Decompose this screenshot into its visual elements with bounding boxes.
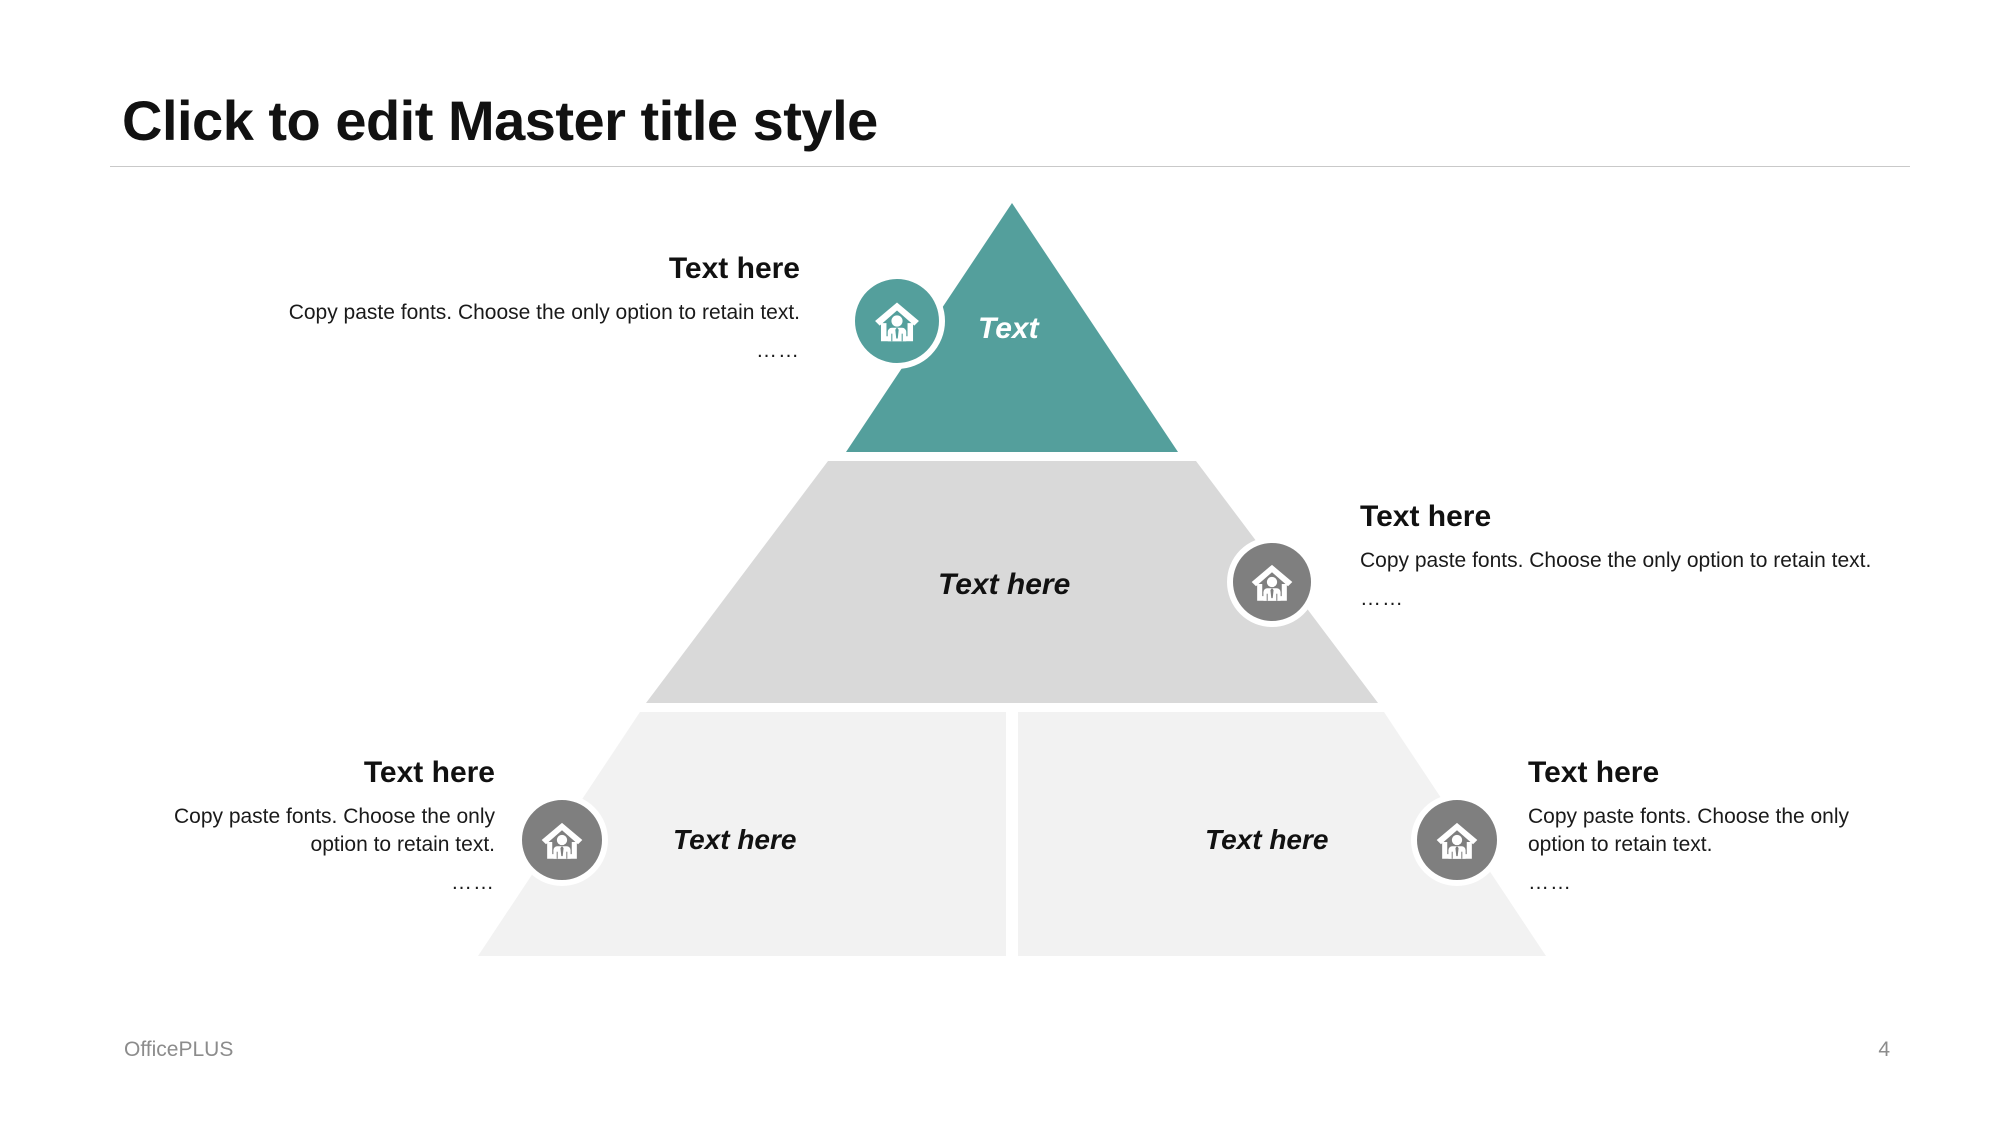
callout-top-left: Text here Copy paste fonts. Choose the o…: [280, 252, 800, 365]
callout-bottom-left-title: Text here: [363, 756, 495, 789]
badge-marker-middle[interactable]: [1227, 537, 1317, 627]
callout-top-left-body: Copy paste fonts. Choose the only option…: [288, 301, 800, 324]
pyramid-tier-middle-caption: Text here: [938, 568, 1071, 601]
pyramid-tier-bottom-left[interactable]: [478, 712, 1006, 956]
callout-middle-right-body: Copy paste fonts. Choose the only option…: [1360, 549, 1872, 572]
callout-bottom-left: Text here Copy paste fonts. Choose the o…: [120, 756, 495, 897]
callout-bottom-left-ellipsis: ……: [451, 870, 495, 894]
pyramid-tier-top[interactable]: [846, 203, 1178, 452]
callout-top-left-title: Text here: [668, 252, 800, 285]
footer-page-number: 4: [1878, 1038, 1890, 1061]
pyramid-tier-bottom-left-caption: Text here: [673, 824, 797, 855]
pyramid-tier-bottom-right[interactable]: [1018, 712, 1546, 956]
title-divider: [110, 166, 1910, 167]
callout-middle-right-ellipsis: ……: [1360, 586, 1404, 610]
callout-bottom-left-body: Copy paste fonts. Choose the only option…: [173, 805, 495, 856]
callout-top-left-ellipsis: ……: [756, 338, 800, 362]
callout-bottom-right-body: Copy paste fonts. Choose the only option…: [1528, 805, 1850, 856]
callout-bottom-right: Text here Copy paste fonts. Choose the o…: [1528, 756, 1908, 897]
callout-bottom-right-title: Text here: [1528, 756, 1660, 789]
callout-bottom-right-ellipsis: ……: [1528, 870, 1572, 894]
home-person-icon: [1247, 557, 1297, 607]
badge-marker-bottom-left[interactable]: [516, 794, 608, 886]
badge-marker-apex[interactable]: [849, 273, 945, 369]
home-person-icon: [870, 294, 924, 348]
home-person-icon: [1432, 815, 1482, 865]
badge-marker-bottom-right[interactable]: [1411, 794, 1503, 886]
callout-middle-right-title: Text here: [1360, 500, 1492, 533]
pyramid-tier-middle[interactable]: [646, 461, 1378, 703]
callout-middle-right: Text here Copy paste fonts. Choose the o…: [1360, 500, 1905, 613]
page-title: Click to edit Master title style: [122, 89, 878, 152]
footer-brand: OfficePLUS: [124, 1038, 234, 1061]
home-person-icon: [537, 815, 587, 865]
pyramid-tier-top-caption: Text: [978, 312, 1039, 345]
pyramid-tier-bottom-right-caption: Text here: [1205, 824, 1329, 855]
